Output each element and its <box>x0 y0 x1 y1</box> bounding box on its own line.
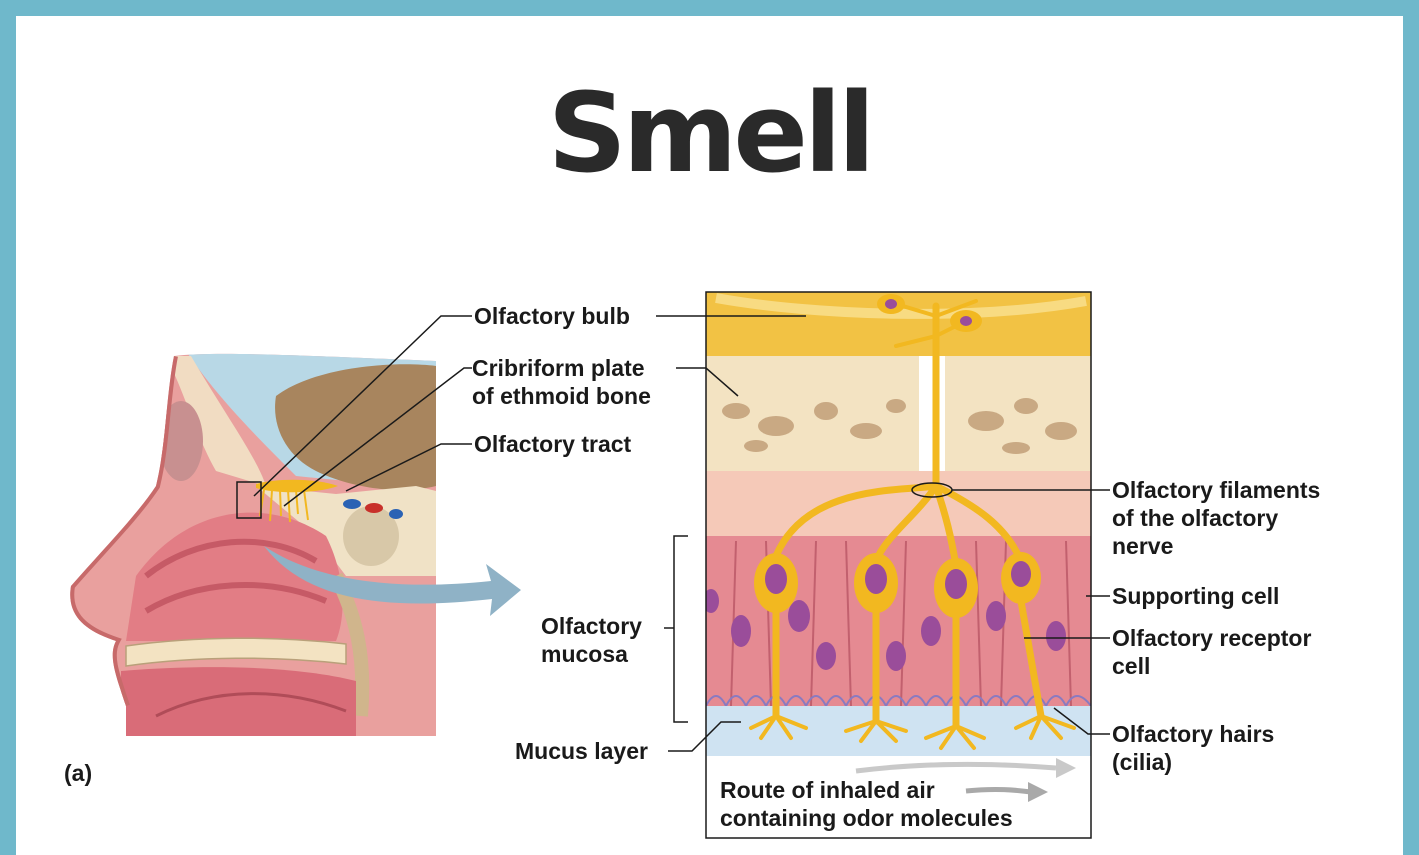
label-route-of-inhaled-air: Route of inhaled air containing odor mol… <box>720 776 1013 832</box>
page-title: Smell <box>547 69 876 197</box>
label-filaments-line1: Olfactory filaments <box>1112 477 1321 503</box>
olfactory-epithelium-detail <box>706 292 1091 838</box>
label-filaments-line3: nerve <box>1112 533 1174 559</box>
label-hairs-line2: (cilia) <box>1112 749 1173 775</box>
leader-lines <box>253 315 1110 752</box>
label-cribriform-line1: Cribriform plate <box>472 355 645 381</box>
label-route-line1: Route of inhaled air <box>720 777 935 803</box>
label-olfactory-tract: Olfactory tract <box>474 431 632 457</box>
slide: Smell Olfactory bulb Cribriform plate of… <box>16 16 1403 855</box>
label-olfactory-hairs: Olfactory hairs (cilia) <box>1112 720 1274 776</box>
nasal-cavity-sagittal-section <box>70 353 436 736</box>
label-cribriform-line2: of ethmoid bone <box>472 383 651 409</box>
olfactory-anatomy-illustration <box>70 291 1110 839</box>
label-olfactory-receptor-cell: Olfactory receptor cell <box>1112 624 1311 680</box>
panel-label: (a) <box>64 760 93 786</box>
label-supporting-cell: Supporting cell <box>1112 583 1280 609</box>
label-olfactory-mucosa: Olfactory mucosa <box>541 612 642 668</box>
olfactory-bulb-small <box>236 479 338 523</box>
label-mucosa-line2: mucosa <box>541 641 628 667</box>
label-receptor-line2: cell <box>1112 653 1151 679</box>
label-filaments-line2: of the olfactory <box>1112 505 1279 531</box>
label-olfactory-filaments: Olfactory filaments of the olfactory ner… <box>1112 476 1320 560</box>
label-route-line2: containing odor molecules <box>720 805 1013 831</box>
label-olfactory-bulb: Olfactory bulb <box>474 303 630 329</box>
magnify-arrow <box>264 546 521 616</box>
label-mucus-layer: Mucus layer <box>515 738 648 764</box>
label-mucosa-line1: Olfactory <box>541 613 642 639</box>
label-cribriform-plate: Cribriform plate of ethmoid bone <box>472 354 651 410</box>
label-hairs-line1: Olfactory hairs <box>1112 721 1275 747</box>
label-receptor-line1: Olfactory receptor <box>1112 625 1312 651</box>
